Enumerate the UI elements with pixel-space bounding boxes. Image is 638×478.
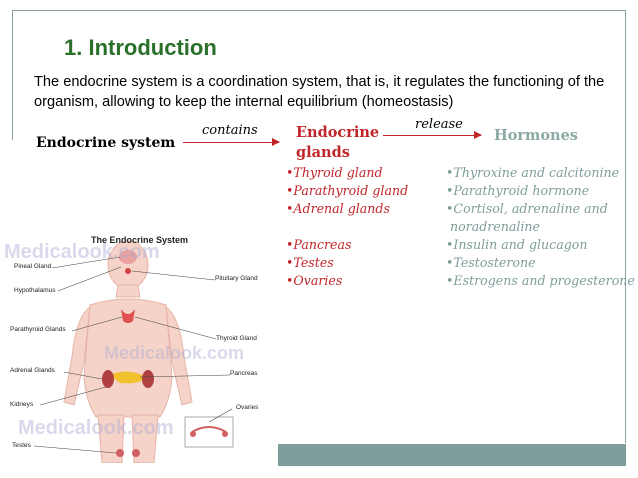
body-illustration — [33, 240, 234, 463]
pituitary-label: Pituitary Gland — [215, 275, 258, 282]
testes-label: Testes — [12, 442, 31, 449]
slide-title: 1. Introduction — [64, 35, 217, 60]
hormones-list: •Thyroxine and calcitonine •Parathyroid … — [446, 164, 635, 290]
figure-title: The Endocrine System — [91, 235, 189, 245]
contains-arrow — [183, 138, 280, 146]
intro-text: The endocrine system is a coordination s… — [34, 74, 605, 110]
pancreas-label: Pancreas — [230, 370, 258, 377]
list-gap — [286, 218, 408, 236]
frame-left-line — [12, 10, 13, 140]
list-item: •Thyroxine and calcitonine — [446, 165, 620, 180]
ovaries-label: Ovaries — [236, 404, 259, 411]
list-item: •Parathyroid hormone — [446, 183, 590, 198]
parathyroid-label: Parathyroid Glands — [10, 326, 66, 333]
release-label: release — [415, 117, 463, 132]
list-item: •Testosterone — [446, 255, 536, 270]
hypothalamus-label: Hypothalamus — [14, 287, 56, 294]
list-item: •Parathyroid gland — [286, 183, 409, 198]
list-item: •Ovaries — [286, 273, 343, 288]
thyroid-label: Thyroid Gland — [216, 335, 257, 342]
endocrine-system-label: Endocrine system — [36, 135, 176, 151]
watermark: Medicalook.com — [4, 241, 160, 263]
release-arrow — [383, 131, 482, 139]
list-item: •Cortisol, adrenaline and — [446, 201, 608, 216]
list-item: •Insulin and glucagon — [446, 237, 588, 252]
endocrine-glands-label: Endocrine glands — [296, 124, 380, 161]
frame-right-line — [625, 10, 626, 443]
contains-label: contains — [202, 123, 258, 138]
list-item: •Estrogens and progesterone — [446, 273, 635, 288]
list-item: •Thyroid gland — [286, 165, 383, 180]
pineal-label: Pineal Gland — [14, 263, 52, 270]
kidneys-label: Kidneys — [10, 401, 34, 408]
frame-top-line — [12, 10, 626, 11]
watermark: Medicalook.com — [18, 417, 174, 439]
list-item: •Adrenal glands — [286, 201, 390, 216]
glands-list: •Thyroid gland •Parathyroid gland •Adren… — [286, 164, 408, 290]
hormones-label: Hormones — [494, 127, 578, 144]
list-item: noradrenaline — [446, 219, 540, 234]
watermark: Medicalook.com — [104, 343, 245, 363]
endocrine-system-figure: The Endocrine System Pineal Gland Hypoth… — [0, 227, 278, 463]
adrenal-label: Adrenal Glands — [10, 367, 55, 374]
list-item: •Pancreas — [286, 237, 352, 252]
list-item: •Testes — [286, 255, 334, 270]
footer-bar — [278, 444, 626, 466]
